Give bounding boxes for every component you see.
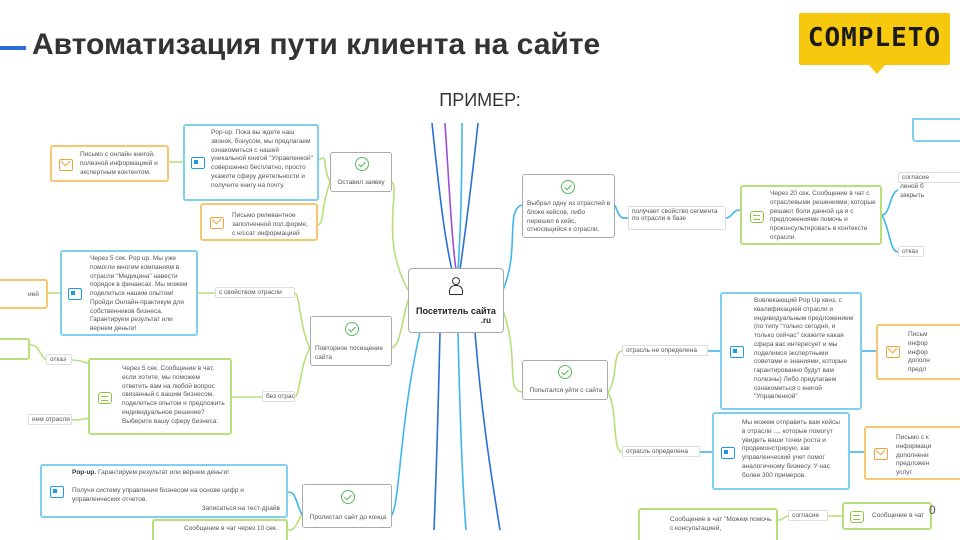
- pill-industry-defined[interactable]: отрасль определена: [622, 446, 700, 457]
- check-icon: [355, 157, 369, 171]
- completo-logo: COMPLETO: [799, 13, 950, 74]
- note-cta[interactable]: Записаться на тест-драйв: [201, 505, 280, 512]
- note-right-top-tail: леной б закрыть: [900, 183, 925, 199]
- center-node-title: Посетитель сайта: [416, 306, 496, 316]
- chat-icon: [750, 211, 764, 223]
- note-text: Письмо с к информаци дополнени предложен…: [896, 434, 932, 477]
- topic-label: Выбрал одну из отраслей в блоке кейсов, …: [527, 200, 611, 234]
- note-lead-label: Pop-up.: [72, 469, 97, 476]
- note-text: Сообщение в чат через 10 сек.: [184, 525, 278, 532]
- topic-right-case[interactable]: Выбрал одну из отраслей в блоке кейсов, …: [522, 174, 615, 238]
- topic-label: Пролистал сайт до конца: [309, 514, 387, 521]
- note-mail-right-2[interactable]: Письмо с к информаци дополнени предложен…: [864, 426, 960, 480]
- popup-icon: [721, 447, 735, 459]
- note-text: Через 5 сек. Pop up. Мы уже помогли мног…: [90, 255, 188, 332]
- note-text: ией: [28, 291, 39, 298]
- check-icon: [558, 365, 572, 379]
- check-icon: [561, 180, 575, 194]
- note-headline: Гарантируем результат или вернем деньги!: [98, 469, 229, 476]
- note-text: Через 20 сек. Сообщение в чат с отраслев…: [770, 190, 876, 241]
- visitor-icon: [447, 277, 463, 295]
- note-text: Pop-up. Пока вы ждете наш звонок, бонусо…: [211, 129, 313, 189]
- topic-right-leave[interactable]: Попытался уйти с сайта: [522, 360, 608, 400]
- note-text: Сообщение в чат: [872, 512, 925, 519]
- topic-label: Повторное посещение сайта: [315, 345, 384, 361]
- mail-icon: [886, 346, 900, 358]
- title-accent-bar: [0, 46, 26, 50]
- pill-without-industry[interactable]: без отрасли: [262, 391, 295, 402]
- topic-left-repeat[interactable]: Повторное посещение сайта: [310, 316, 392, 366]
- note-chat-5sec[interactable]: Через 5 сек. Сообщение в чат, если хотит…: [88, 358, 232, 435]
- note-popup-5sec[interactable]: Через 5 сек. Pop up. Мы уже помогли мног…: [60, 250, 198, 336]
- note-popup-call[interactable]: Pop-up. Пока вы ждете наш звонок, бонусо…: [183, 124, 319, 201]
- note-text: Письмо с онлайн книгой, полезной информа…: [80, 151, 158, 176]
- note-left-stub[interactable]: ией: [0, 279, 48, 309]
- topic-label: Оставил заявку: [337, 179, 385, 186]
- note-popup-quiz[interactable]: Вовлекающий Pop Up квиз, с квалификацией…: [720, 292, 862, 410]
- pill-refusal-right[interactable]: отказ: [898, 246, 924, 257]
- popup-icon: [191, 157, 205, 169]
- note-chat-consult[interactable]: Сообщение в чат "Можем помочь с консульт…: [638, 508, 778, 540]
- logo-text: COMPLETO: [807, 23, 942, 53]
- note-chat-bottom-right[interactable]: Сообщение в чат: [842, 502, 932, 530]
- topic-left-scroll[interactable]: Пролистал сайт до конца: [302, 484, 392, 528]
- mail-icon: [210, 217, 224, 229]
- pill-agreement-top[interactable]: согласие: [898, 172, 960, 183]
- page-number: 0: [929, 503, 936, 517]
- note-mail-right-1[interactable]: Письм инфор инфор дополн предл: [876, 324, 960, 380]
- note-popup-cases[interactable]: Мы можем отправить вам кейсы в отрасли .…: [712, 412, 850, 490]
- note-text: Мы можем отправить вам кейсы в отрасли .…: [742, 419, 840, 479]
- note-left-stub-2[interactable]: [0, 338, 30, 360]
- note-mail-relevant[interactable]: Письмо релевантное заполненной пол.форме…: [200, 203, 318, 241]
- note-mail-book[interactable]: Письмо с онлайн книгой, полезной информа…: [50, 145, 169, 182]
- page-title: Автоматизация пути клиента на сайте: [32, 28, 601, 61]
- note-chat-20sec[interactable]: Через 20 сек. Сообщение в чат с отраслев…: [740, 185, 882, 245]
- mail-icon: [59, 159, 73, 171]
- note-text: Через 5 сек. Сообщение в чат, если хотит…: [122, 365, 225, 425]
- pill-gets-segment[interactable]: получает свойство сегмента по отрасли в …: [628, 206, 726, 230]
- note-text: Письмо релевантное заполненной пол.форме…: [232, 212, 308, 237]
- chat-icon: [98, 392, 112, 404]
- note-text: Получи систему управления бизнесом на ос…: [72, 487, 244, 503]
- pill-agreement-bottom[interactable]: согласие: [788, 510, 828, 521]
- note-text: Письм инфор инфор дополн предл: [908, 331, 930, 374]
- note-text: Сообщение в чат "Можем помочь с консульт…: [670, 516, 772, 532]
- example-label: ПРИМЕР:: [439, 90, 521, 110]
- note-text: Вовлекающий Pop Up квиз, с квалификацией…: [754, 297, 854, 401]
- popup-icon: [68, 288, 82, 300]
- pill-refusal-left[interactable]: отказ: [46, 354, 72, 365]
- pill-industry-left-tail[interactable]: ием отрасли: [28, 414, 72, 425]
- note-popup-guarantee[interactable]: Pop-up. Гарантируем результат или вернем…: [40, 464, 288, 518]
- topic-label: Попытался уйти с сайта: [529, 387, 603, 394]
- note-chat-10sec[interactable]: Сообщение в чат через 10 сек.: [152, 519, 288, 540]
- pill-with-industry[interactable]: с свойством отрасли: [215, 287, 295, 298]
- topic-left-request[interactable]: Оставил заявку: [330, 152, 392, 192]
- note-lead: Pop-up. Гарантируем результат или вернем…: [72, 469, 282, 478]
- mail-icon: [874, 448, 888, 460]
- chat-icon: [850, 511, 864, 523]
- popup-icon: [730, 346, 744, 358]
- center-node-suffix: .ru: [480, 316, 491, 325]
- popup-icon: [50, 486, 64, 498]
- check-icon: [345, 322, 359, 336]
- note-right-top-corner[interactable]: [912, 118, 960, 142]
- check-icon: [341, 490, 355, 504]
- pill-industry-undefined[interactable]: отрасль не определена: [622, 345, 708, 356]
- center-node-visitor[interactable]: Посетитель сайта .ru: [408, 268, 504, 333]
